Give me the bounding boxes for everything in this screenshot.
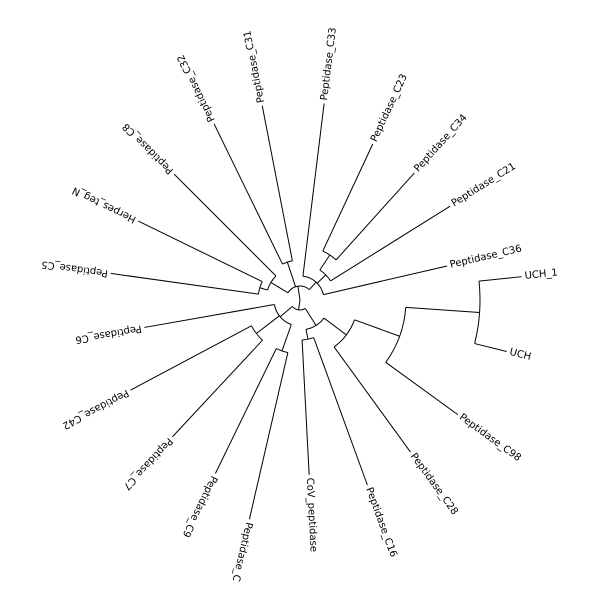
- tree-branch: [291, 306, 306, 311]
- tree-branch: [273, 304, 292, 325]
- leaf-label-c6: Peptidase_C6: [74, 323, 142, 345]
- tree-branch: [276, 348, 288, 354]
- leaf-label-c42: Peptidase_C42: [60, 387, 130, 431]
- tree-branch: [281, 324, 292, 352]
- leaf-label-c98: Peptidase_C98: [457, 412, 523, 464]
- tree-branch: [385, 307, 407, 363]
- tree-branch: [297, 286, 301, 301]
- tree-branch: [214, 348, 277, 474]
- tree-branch: [323, 317, 347, 336]
- tree-branch: [333, 346, 411, 453]
- leaf-label-c28: Peptidase_C28: [408, 451, 460, 517]
- tree-branch: [302, 275, 324, 295]
- leaf-label-herpes: Herpes_teg_N: [71, 184, 138, 224]
- tree-branch: [316, 274, 327, 284]
- tree-branch: [256, 315, 280, 334]
- tree-branches: [110, 103, 522, 520]
- tree-branch: [385, 361, 459, 416]
- tree-branch: [173, 173, 277, 277]
- leaf-label-c31: Peptidase_C31: [242, 30, 267, 104]
- tree-branch: [297, 299, 301, 310]
- tree-branch: [302, 103, 325, 277]
- tree-branch: [279, 306, 293, 318]
- tree-branch: [301, 339, 310, 475]
- tree-branch: [248, 352, 289, 520]
- tree-branch: [474, 281, 481, 344]
- tree-branch: [287, 285, 310, 294]
- leaf-label-c9: Peptidase_C9: [180, 474, 219, 539]
- tree-branch: [478, 276, 522, 282]
- tree-branch: [261, 105, 293, 261]
- tree-branch: [130, 325, 252, 391]
- tree-branch: [270, 282, 289, 294]
- tree-branch: [110, 272, 259, 295]
- tree-branch: [286, 261, 297, 287]
- tree-branch: [144, 304, 275, 328]
- tree-branch: [138, 220, 263, 283]
- tree-branch: [322, 250, 337, 261]
- leaf-label-uch-1: UCH_1: [524, 267, 558, 281]
- leaf-label-c34: Peptidase_C34: [412, 112, 469, 174]
- tree-branch: [323, 265, 448, 296]
- leaf-label-c8: Peptidase_C8: [121, 121, 176, 176]
- tree-branch: [405, 306, 480, 314]
- tree-branch: [304, 308, 317, 326]
- tree-branch: [354, 319, 400, 337]
- tree-branch: [333, 319, 355, 348]
- leaf-label-c32: Peptidase_C32: [176, 53, 218, 124]
- tree-branch: [305, 317, 325, 330]
- tree-branch: [259, 287, 268, 291]
- tree-branch: [474, 343, 507, 353]
- tree-branch: [330, 205, 451, 282]
- tree-branch: [250, 325, 263, 341]
- tree-branch: [335, 172, 415, 261]
- leaf-label-uch: UCH: [508, 347, 532, 363]
- leaf-label-c5: Peptidase_C5: [41, 258, 109, 278]
- leaf-label-c21: Peptidase_C21: [450, 161, 518, 209]
- tree-branch: [213, 123, 283, 265]
- leaf-label-cov: CoV_peptidase: [304, 477, 319, 552]
- tree-branch: [322, 143, 374, 252]
- tree-branch: [313, 337, 368, 486]
- leaf-label-c7: Peptidase_C7: [121, 435, 175, 492]
- tree-branch: [172, 339, 263, 438]
- leaf-label-c36: Peptidase_C36: [449, 243, 523, 270]
- tree-branch: [305, 329, 309, 340]
- leaf-label-c: Peptidase_C: [230, 521, 254, 583]
- tree-branch: [308, 281, 317, 290]
- leaf-label-c33: Peptidase_C33: [319, 27, 339, 101]
- leaf-label-c23: Peptidase_C23: [369, 73, 410, 144]
- tree-branch: [319, 254, 331, 271]
- leaf-label-c16: Peptidase_C16: [363, 486, 398, 559]
